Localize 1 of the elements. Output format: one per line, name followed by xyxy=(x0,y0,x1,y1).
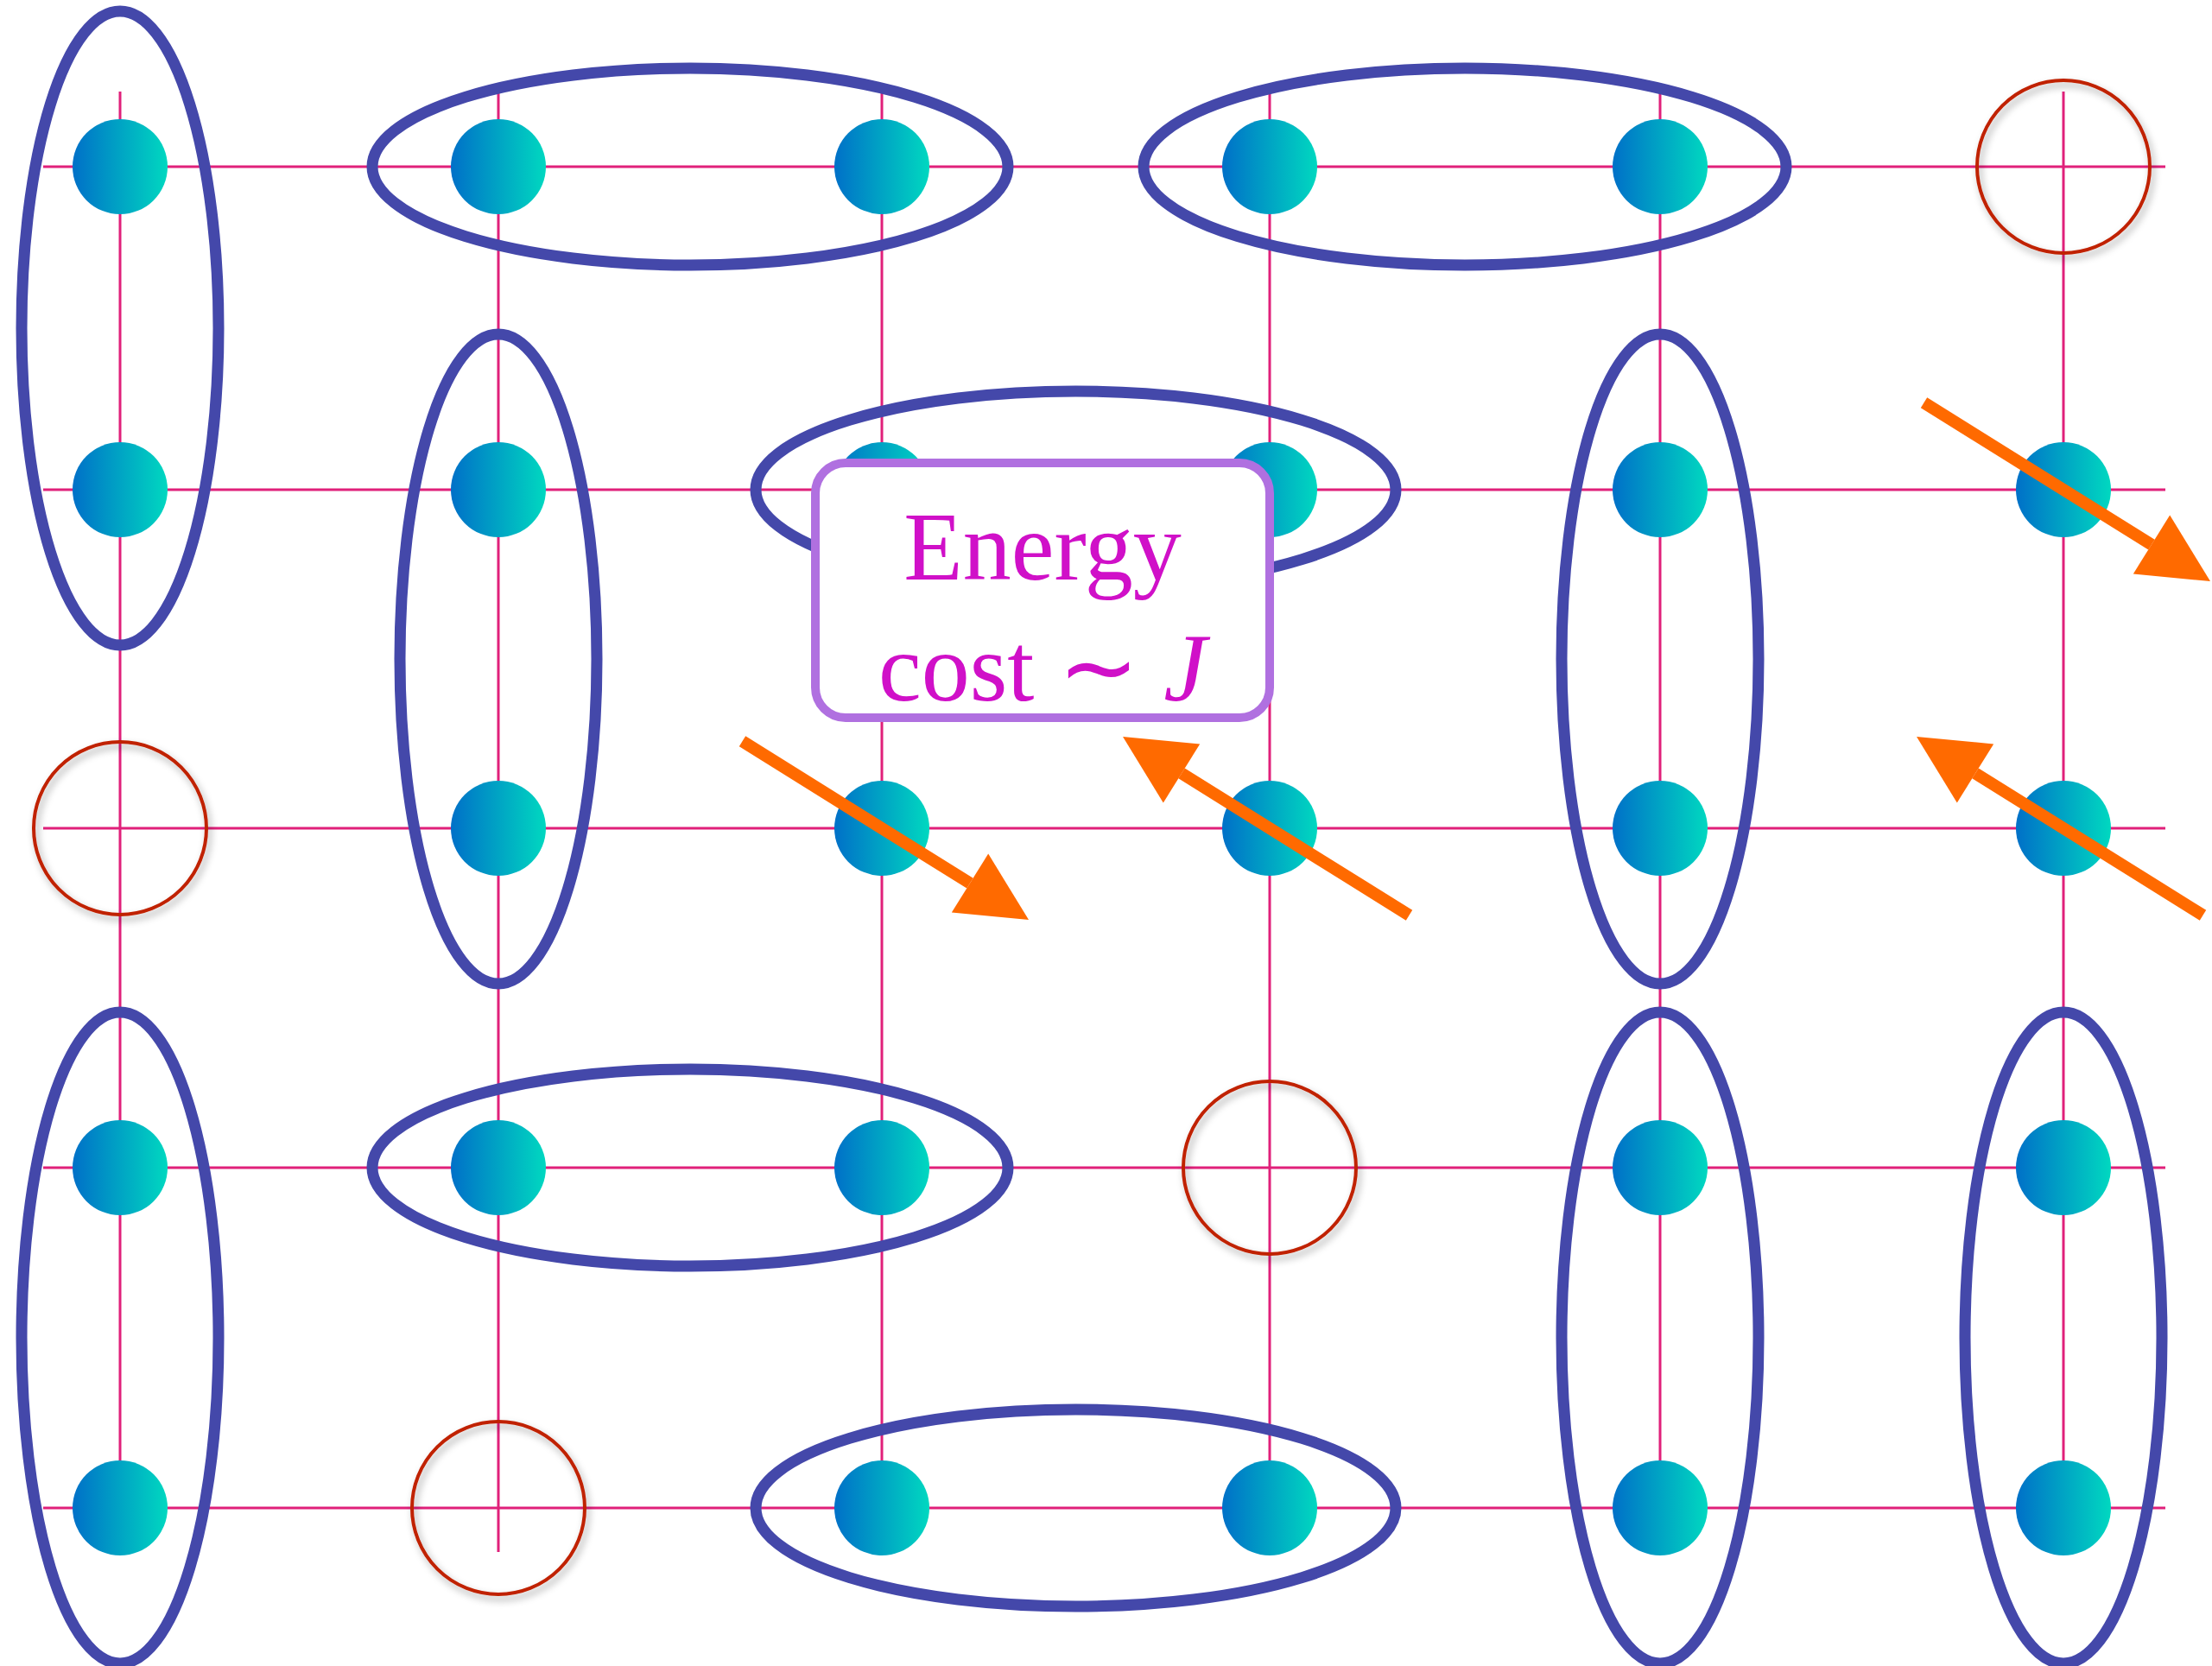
text-box: Energy cost ∼ J xyxy=(811,459,1274,722)
